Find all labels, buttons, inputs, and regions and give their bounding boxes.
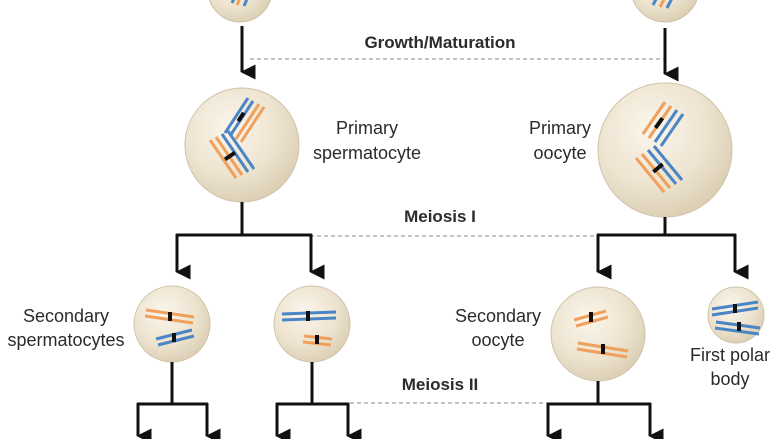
meiosis1-branch-right [596, 217, 749, 280]
secondary-spermatocyte-cell-1 [133, 285, 211, 363]
primary-oocyte-label-line1: Primary [529, 118, 591, 138]
first-polar-body-label-line1: First polar [690, 345, 770, 365]
primary-spermatocyte-label-line2: spermatocyte [313, 143, 421, 163]
chromosome-pair [208, 130, 256, 179]
secondary-spermatocyte-cell-2 [273, 285, 351, 363]
secondary-spermatocytes-label-line2: spermatocytes [7, 330, 124, 350]
chromosome-pair [223, 97, 266, 143]
stage-label-meiosis2: Meiosis II [402, 375, 479, 394]
primary-oocyte-cell [597, 82, 733, 218]
secondary-spermatocytes-label-line1: Secondary [23, 306, 109, 326]
top-right-partial-cell [632, 0, 698, 23]
secondary-oocyte-label-line1: Secondary [455, 306, 541, 326]
primary-spermatocyte-cell [184, 87, 300, 203]
chromosome-pair [641, 101, 685, 147]
stage-label-meiosis1: Meiosis I [404, 207, 476, 226]
meiosis2-branch-spermatocyte-1 [136, 362, 221, 439]
stage-label-growth: Growth/Maturation [364, 33, 515, 52]
first-polar-body-label-line2: body [710, 369, 749, 389]
meiosis2-branch-oocyte [546, 381, 664, 439]
secondary-oocyte-label-line2: oocyte [471, 330, 524, 350]
top-left-partial-cell [209, 0, 271, 23]
primary-spermatocyte-label-line1: Primary [336, 118, 398, 138]
first-polar-body-cell [707, 286, 765, 344]
primary-oocyte-label-line2: oocyte [533, 143, 586, 163]
secondary-oocyte-cell [550, 286, 646, 382]
meiosis2-branch-spermatocyte-2 [275, 362, 362, 439]
chromosome-pair [634, 145, 684, 193]
meiosis1-branch-left [175, 202, 325, 280]
